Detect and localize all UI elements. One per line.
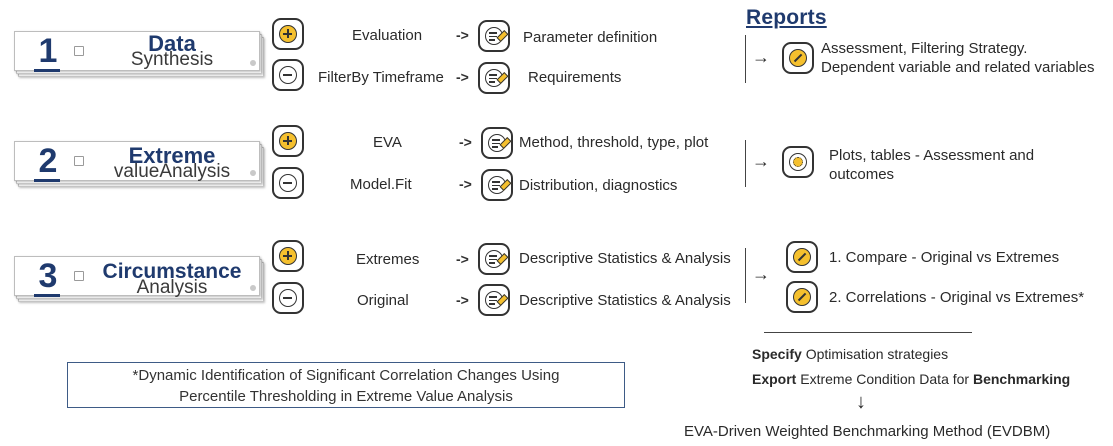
step-title: Extreme [128,143,216,168]
row-result-label: Descriptive Statistics & Analysis [519,250,731,267]
bracket-line [745,140,746,187]
gear-icon [782,146,814,178]
row-result-label: Requirements [528,69,622,86]
row-item-label: Evaluation [352,27,423,44]
step-card-3: 3 Circumstance Analysis [14,256,264,302]
row-item-label: Model.Fit [350,176,412,193]
minus-icon [272,167,304,199]
arrow-icon: -> [459,176,472,192]
step-card-1: 1 Data Synthesis [14,31,264,77]
document-icon [478,20,510,52]
footnote-line: Percentile Thresholding in Extreme Value… [179,388,513,405]
report-text: Assessment, Filtering Strategy. [821,40,1028,57]
divider [764,332,972,333]
document-icon [478,243,510,275]
report-text: Dependent variable and related variables [821,59,1095,76]
step-title: Data [148,31,196,56]
arrow-icon: -> [456,251,469,267]
row-item-label: Original [357,292,409,309]
row-result-label: Method, threshold, type, plot [519,134,709,151]
row-result-label: Parameter definition [523,29,658,46]
arrow-icon: -> [459,134,472,150]
footnote-line: *Dynamic Identification of Significant C… [132,367,560,384]
arrow-icon: -> [456,292,469,308]
method-label: EVA-Driven Weighted Benchmarking Method … [684,423,1051,440]
step-subtitle: valueAnalysis [113,161,231,182]
down-arrow-icon: ↓ [856,391,866,413]
specify-line: Specify Optimisation strategies [752,346,949,362]
checkbox-icon [74,271,84,281]
minus-icon [272,282,304,314]
dot-icon [250,170,256,176]
plus-icon [272,240,304,272]
step-number: 1 [38,32,58,70]
checkbox-icon [74,46,84,56]
reports-heading: Reports [746,6,827,29]
minus-icon [272,59,304,91]
arrow-icon: -> [456,69,469,85]
document-icon [481,127,513,159]
bracket-line [745,35,746,83]
row-item-label: FilterBy Timeframe [318,69,444,86]
report-text: 2. Correlations - Original vs Extremes* [829,289,1085,306]
step-number: 3 [38,257,58,295]
row-item-label: EVA [373,134,402,151]
dot-icon [250,285,256,291]
row-result-label: Descriptive Statistics & Analysis [519,292,731,309]
yellow-check-icon [782,42,814,74]
step-subtitle: Synthesis [130,49,214,70]
step-title: Circumstance [102,260,242,283]
document-icon [478,284,510,316]
row-item-label: Extremes [356,251,420,268]
report-text: outcomes [829,166,895,183]
yellow-check-icon [786,281,818,313]
checkbox-icon [74,156,84,166]
report-text: 1. Compare - Original vs Extremes [829,249,1060,266]
step-number: 2 [38,142,58,180]
yellow-check-icon [786,241,818,273]
step-subtitle: Analysis [136,277,208,298]
arrow-icon: -> [456,27,469,43]
dot-icon [250,60,256,66]
document-icon [478,62,510,94]
plus-icon [272,125,304,157]
bracket-line [745,248,746,303]
report-text: Plots, tables - Assessment and [829,147,1035,164]
plus-icon [272,18,304,50]
document-icon [481,169,513,201]
arrow-icon: → [752,264,770,284]
export-line: Export Extreme Condition Data for Benchm… [752,371,1071,387]
step-card-2: 2 Extreme valueAnalysis [14,141,264,187]
arrow-icon: → [752,47,770,67]
row-result-label: Distribution, diagnostics [519,177,678,194]
arrow-icon: → [752,151,770,171]
footnote-box: *Dynamic Identification of Significant C… [67,362,625,408]
